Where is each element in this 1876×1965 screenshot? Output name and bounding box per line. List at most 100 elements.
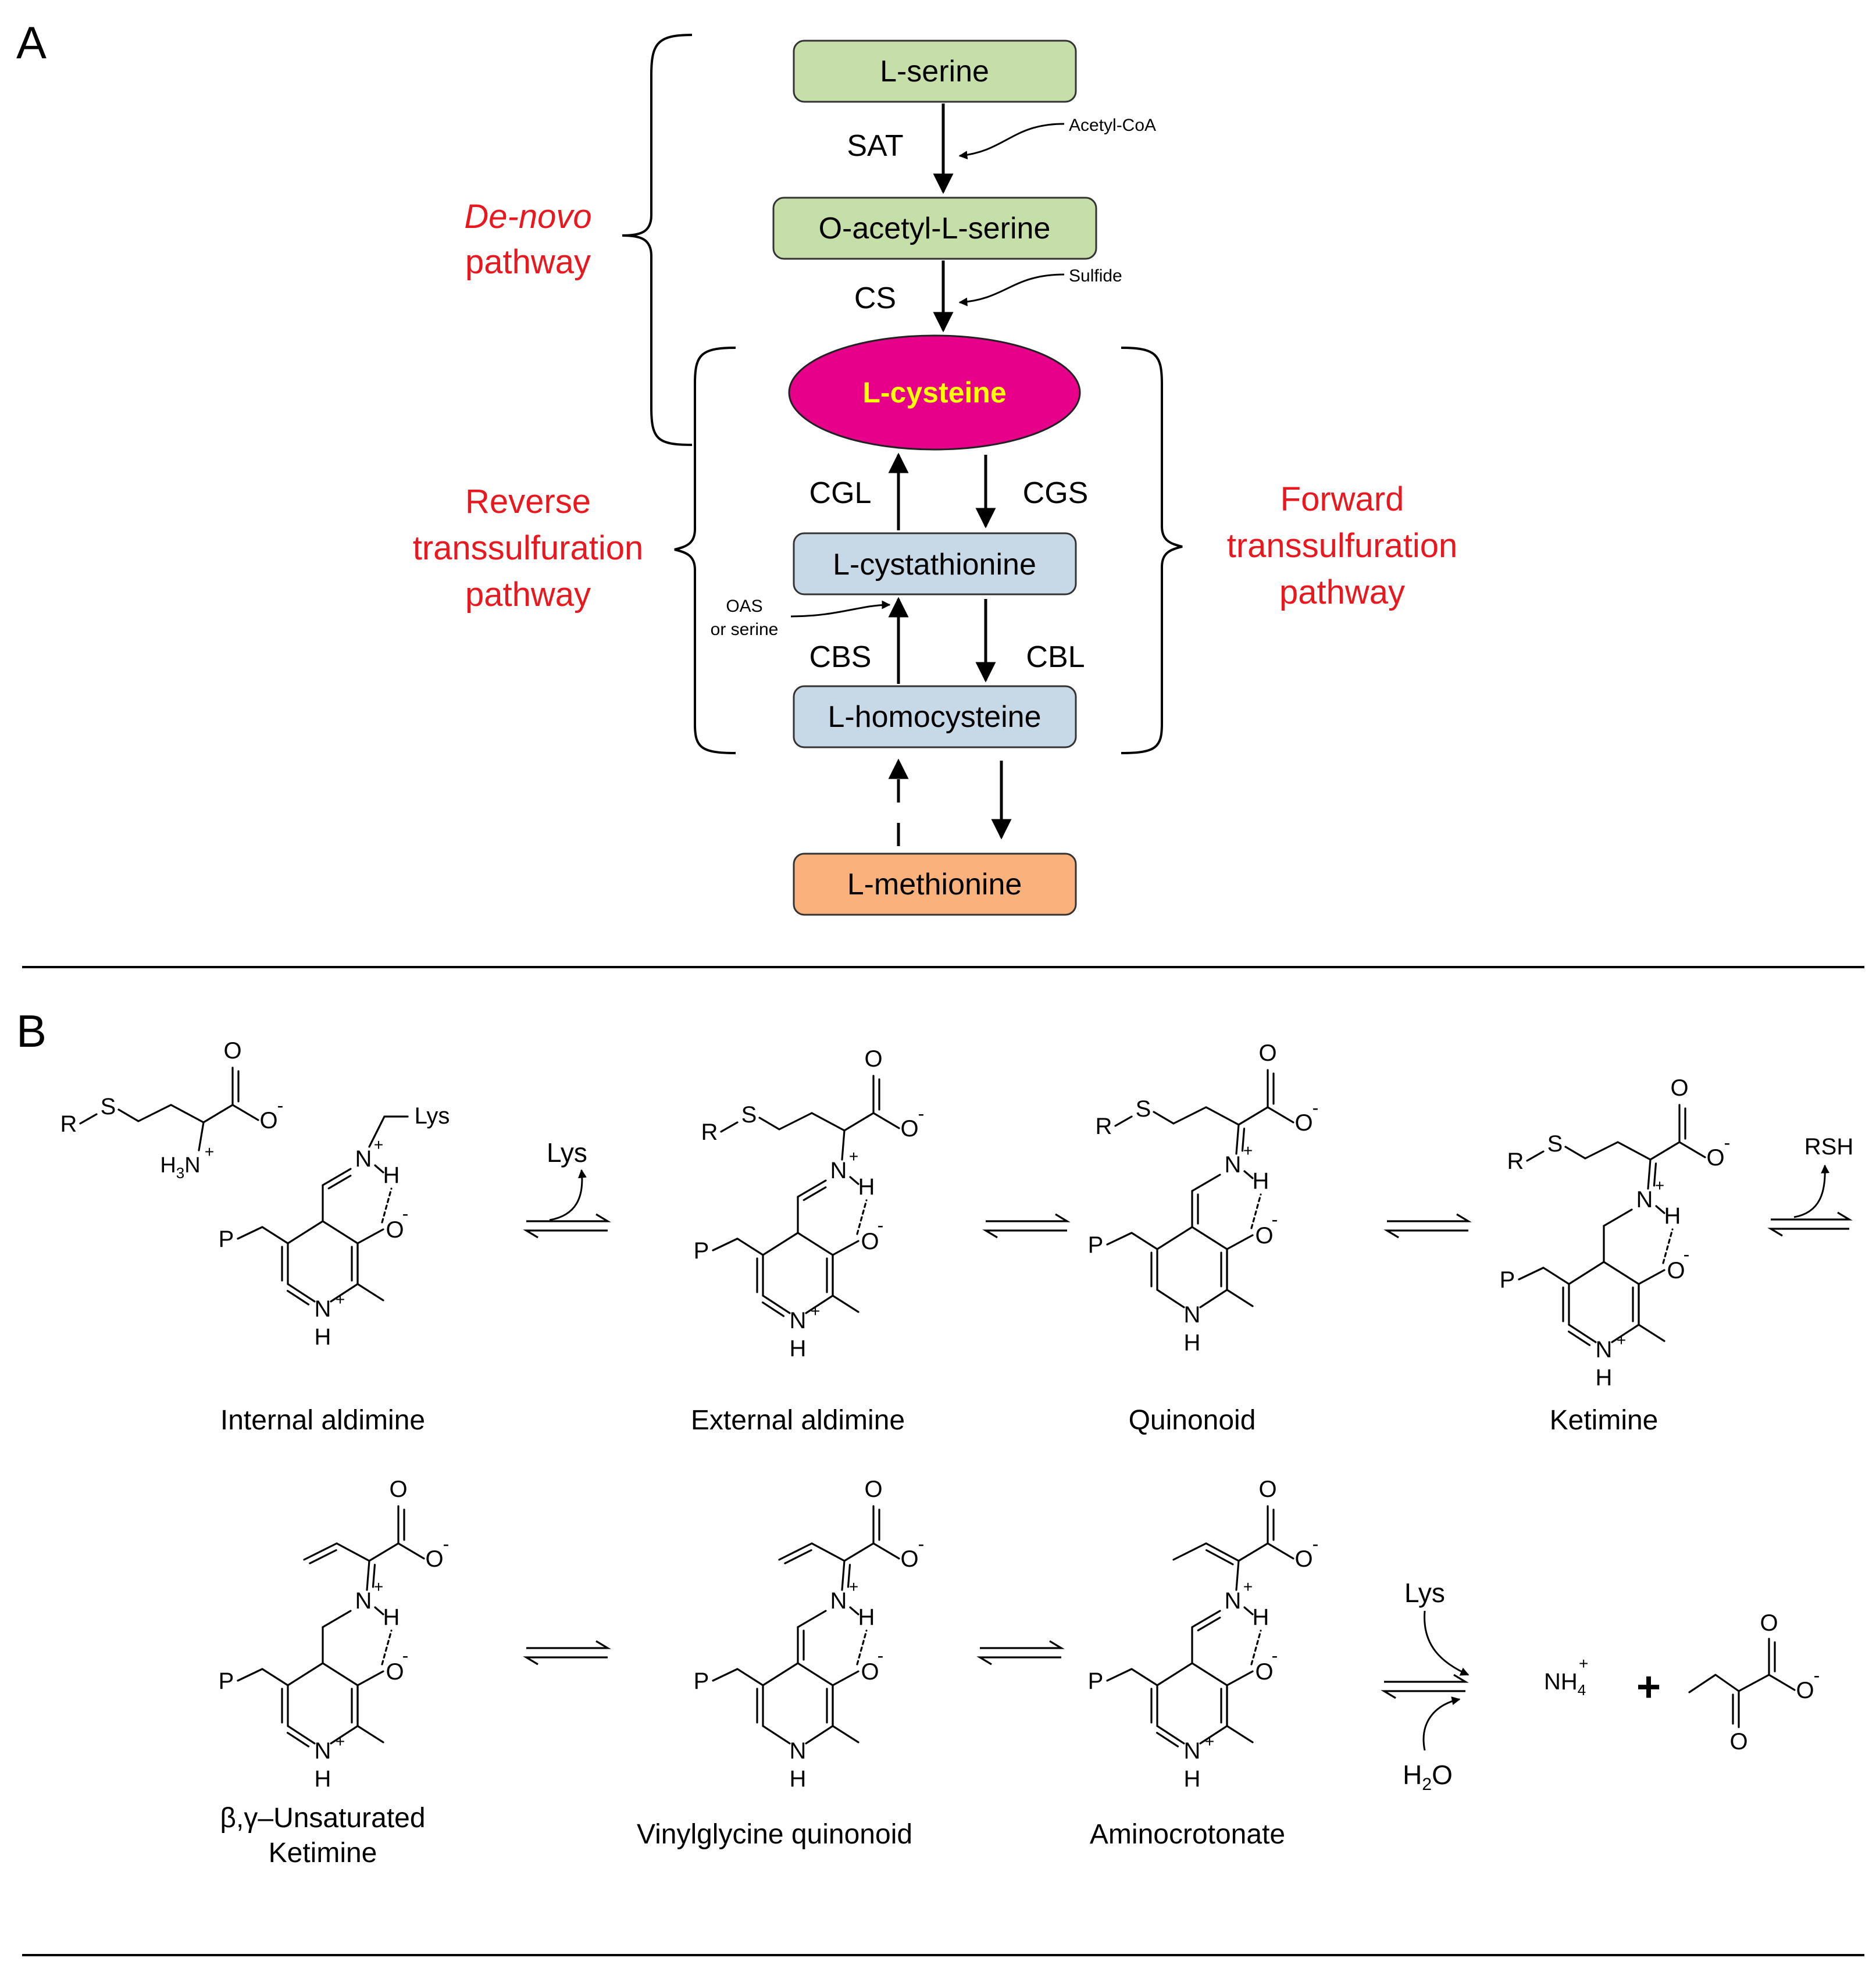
equilibrium-arrow-6 [976,1640,1065,1666]
atom-label: H [315,1766,331,1792]
atom-label: O [1729,1729,1747,1754]
atom-label: H [383,1604,400,1630]
atom-label: O [386,1217,404,1243]
atom-label: N [1225,1152,1242,1178]
atom-label: + [336,1732,345,1750]
atom-label: O [900,1116,918,1142]
atom-label: N [1225,1588,1242,1614]
node-l-methionine: L-methionine [793,853,1077,916]
atom-label: H [383,1162,400,1188]
water-attack-arrow [1422,1696,1461,1751]
atom-label: P [1088,1232,1104,1258]
node-l-homocysteine: L-homocysteine [793,685,1077,748]
panel-b: B SROO-H3N+NH+O-PN+HLysNH+O-PN+HSROO-NHO… [16,1005,1853,1868]
caption-unsaturated: β,γ–Unsaturated [220,1803,425,1834]
atom-label: O [223,1038,241,1064]
node-l-cysteine: L-cysteine [788,334,1081,451]
atom-label: O [861,1659,879,1685]
atom-label: - [1814,1665,1820,1686]
svg-text:L-cysteine: L-cysteine [862,376,1006,409]
enzyme-sat: SAT [847,129,903,163]
reagent-rsh: RSH [1804,1134,1853,1160]
atom-label: - [878,1215,884,1236]
reagent-lys-attack: Lys [1404,1578,1445,1608]
caption-external-aldimine: External aldimine [691,1405,905,1436]
atom-label: H [1184,1330,1201,1356]
atom-label: - [1724,1132,1731,1153]
label-forward-pathway: pathway [1279,573,1405,611]
atom-label: + [1655,1176,1664,1194]
atom-label: S [1547,1131,1563,1157]
atom-label: + [1243,1578,1253,1596]
atom-label: N [355,1588,372,1614]
caption-vinylglycine-quinonoid: Vinylglycine quinonoid [637,1819,912,1850]
equilibrium-arrow-5 [523,1640,611,1666]
molecule-structures: SROO-H3N+NH+O-PN+HLysNH+O-PN+HSROO-NHO-P… [60,1038,1820,1792]
product-ammonium: NH4 [1544,1669,1586,1699]
atom-label: + [1243,1142,1253,1160]
plus-sign: + [1636,1664,1661,1710]
atom-label: N [790,1738,807,1764]
atom-label: N [1596,1337,1613,1363]
atom-label: N [315,1296,331,1322]
atom-label: + [336,1290,345,1308]
structure-aminocrotonate: NH+O-PN+HOO- [1088,1477,1319,1792]
atom-label: - [1272,1645,1278,1666]
atom-label: - [443,1534,450,1554]
atom-label: O [1255,1223,1273,1249]
equilibrium-arrow-1 [523,1213,611,1239]
atom-label: P [1088,1668,1104,1694]
atom-label: O [1294,1110,1313,1136]
svg-text:L-methionine: L-methionine [847,868,1022,901]
atom-label: O [900,1546,918,1572]
pathway-braces [622,34,1183,754]
caption-internal-aldimine: Internal aldimine [220,1405,425,1436]
node-o-acetyl-l-serine: O-acetyl-L-serine [772,197,1097,260]
node-l-cystathionine: L-cystathionine [793,532,1077,595]
atom-label: O [1294,1546,1313,1572]
atom-label: - [918,1103,925,1124]
atom-label: N [790,1308,807,1333]
atom-label: R [1096,1114,1112,1139]
atom-label: H [858,1604,875,1630]
reaction-arrows [523,1164,1853,1751]
structure-unsaturated-ketimine: NH+O-PN+HOO- [219,1477,450,1792]
atom-label: S [741,1102,757,1128]
atom-label: H [1596,1365,1613,1390]
atom-label: P [694,1238,709,1264]
atom-label: N [1184,1738,1201,1764]
atom-label: H [790,1336,807,1361]
atom-label: H [858,1174,875,1200]
label-forward-transsulfuration: transsulfuration [1227,527,1458,565]
atom-label: O [861,1229,879,1254]
atom-label: O [386,1659,404,1685]
svg-text:L-cystathionine: L-cystathionine [833,548,1036,582]
pathway-arrows [888,104,1012,846]
panel-a-label: A [16,17,47,68]
atom-label: N [1184,1302,1201,1328]
atom-label: O [1258,1477,1276,1502]
enzyme-cgs: CGS [1023,476,1089,510]
atom-label: O [425,1546,443,1572]
equilibrium-arrow-7 [1381,1674,1469,1699]
atom-label: N [1636,1187,1653,1212]
atom-label: R [701,1119,718,1145]
atom-label: P [219,1226,234,1252]
atom-label: + [849,1147,858,1165]
caption-aminocrotonate: Aminocrotonate [1090,1819,1285,1850]
atom-label: + [205,1143,214,1161]
structure-2-oxobutanoate: OOO- [1688,1610,1820,1754]
atom-label: S [1136,1096,1151,1122]
ammonium-charge: + [1579,1654,1588,1672]
label-reverse-pathway: pathway [465,576,591,614]
cofactor-sulfide: Sulfide [1069,266,1122,286]
label-de-novo-pathway: pathway [465,243,591,281]
atom-label: O [1670,1075,1688,1101]
atom-label: H [1253,1168,1269,1194]
atom-label: R [1507,1149,1524,1174]
